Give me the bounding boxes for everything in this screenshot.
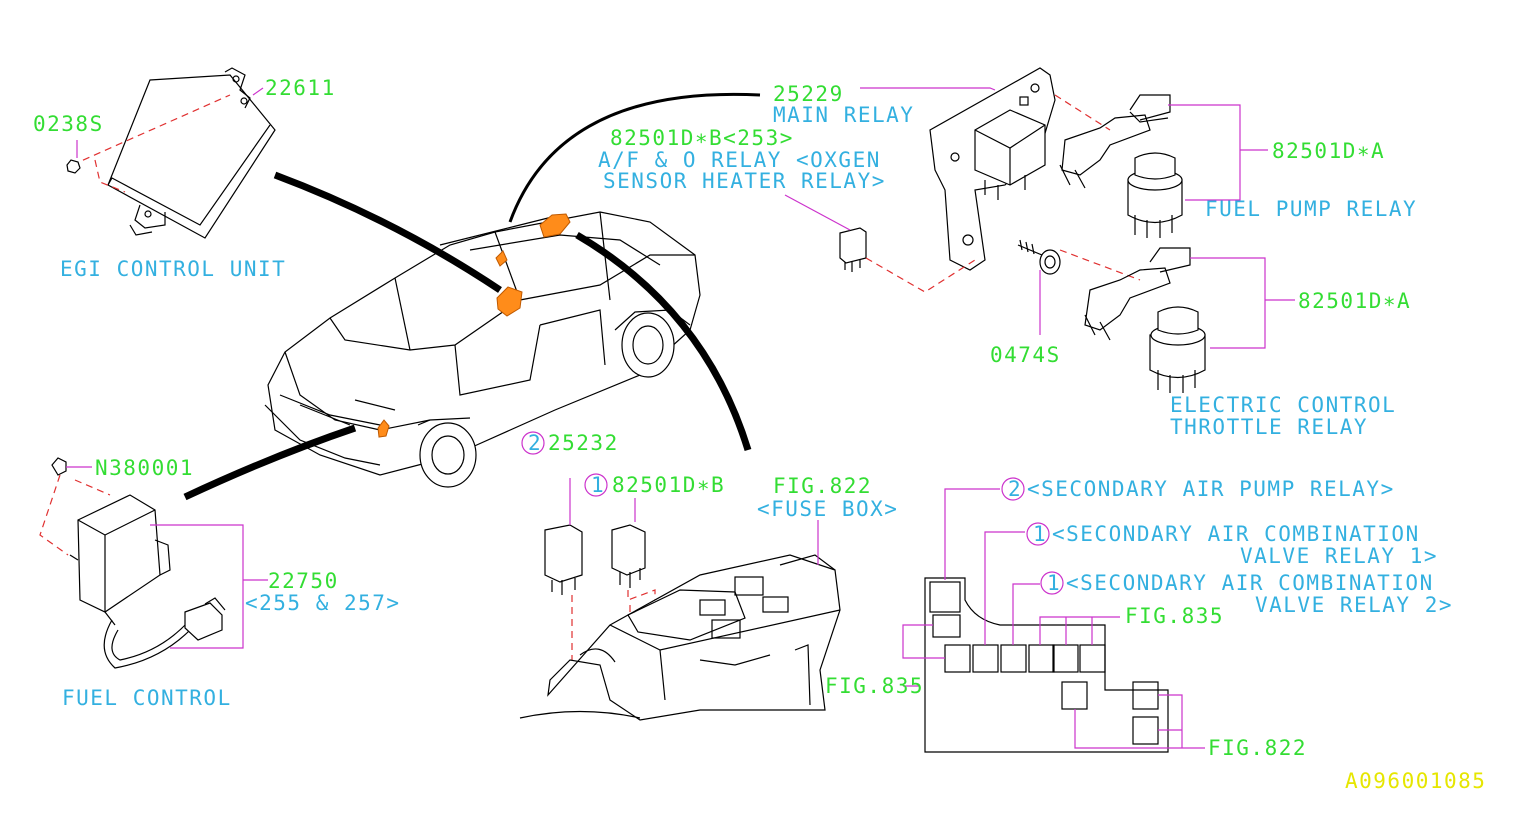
callout-1-circle-b (1026, 522, 1050, 546)
fig-835-ref-left: FIG.835 (825, 674, 924, 698)
main-relay-part-number: 25229 (773, 82, 844, 106)
throttle-relay-drawing (1059, 247, 1295, 393)
callout-1-number: 1 (591, 473, 605, 497)
callout-2-circle (521, 431, 545, 455)
main-relay-label: MAIN RELAY (773, 103, 914, 127)
secondary-air-comb-valve-relay1-label-line2: VALVE RELAY 1> (1240, 544, 1438, 568)
location-arcs (183, 92, 761, 501)
fig-822-ref-bottom: FIG.822 (1208, 736, 1307, 760)
callout-2-number: 2 (528, 431, 542, 455)
callout-1-number-c: 1 (1047, 571, 1061, 595)
fuel-control-part-number: 22750 (268, 569, 339, 593)
egi-bolt-part-number: 0238S (33, 112, 104, 136)
highlight-engine-bay (539, 213, 571, 238)
af-relay-part-number: 82501D∗B<253> (610, 126, 794, 150)
af-relay-drawing (784, 194, 976, 293)
fuel-control-label: FUEL CONTROL (62, 686, 232, 710)
screw-drawing (1017, 239, 1061, 335)
egi-part-number: 22611 (265, 76, 336, 100)
car-illustration (264, 211, 701, 488)
af-relay-label-line1: A/F & O RELAY <OXGEN (598, 148, 881, 172)
main-relay-drawing (860, 67, 1056, 271)
diagram-code: A096001085 (1345, 769, 1486, 793)
fig-835-ref-top: FIG.835 (1125, 604, 1224, 628)
secondary-air-comb-valve-relay2-label-line2: VALVE RELAY 2> (1255, 593, 1453, 617)
callout-1-circle (584, 473, 608, 497)
relay-82501db-part-number: 82501D∗B (612, 473, 725, 497)
callout-1-number-b: 1 (1033, 522, 1047, 546)
fuel-control-drawing (39, 457, 268, 669)
fuel-pump-relay-drawing (1054, 94, 1268, 238)
relay-25232-part-number: 25232 (548, 431, 619, 455)
fuse-box-drawing (519, 478, 841, 721)
fuel-pump-relay-label: FUEL PUMP RELAY (1205, 197, 1417, 221)
callout-2-circle-b (1001, 477, 1025, 501)
nut-part-number: N380001 (95, 456, 194, 480)
throttle-relay-label-line1: ELECTRIC CONTROL (1170, 393, 1396, 417)
fuse-box-figure-ref: FIG.822 (773, 474, 872, 498)
fuse-box-label: <FUSE BOX> (757, 497, 898, 521)
egi-control-unit-drawing (66, 67, 276, 239)
relay-layout-schematic (902, 488, 1205, 753)
secondary-air-pump-relay-label: <SECONDARY AIR PUMP RELAY> (1027, 477, 1395, 501)
throttle-relay-label-line2: THROTTLE RELAY (1170, 415, 1368, 439)
callout-1-circle-c (1040, 571, 1064, 595)
highlight-relay (495, 250, 508, 267)
highlight-fuel-control (377, 419, 390, 438)
af-relay-label-line2: SENSOR HEATER RELAY> (603, 169, 886, 193)
throttle-relay-part-number: 82501D∗A (1298, 289, 1411, 313)
fuel-control-note: <255 & 257> (245, 591, 401, 615)
screw-part-number: 0474S (990, 343, 1061, 367)
fuel-pump-relay-part-number: 82501D∗A (1272, 139, 1385, 163)
secondary-air-comb-valve-relay2-label-line1: <SECONDARY AIR COMBINATION (1066, 571, 1434, 595)
egi-control-unit-label: EGI CONTROL UNIT (60, 257, 286, 281)
highlight-fuse-box (496, 286, 523, 317)
secondary-air-comb-valve-relay1-label-line1: <SECONDARY AIR COMBINATION (1052, 522, 1420, 546)
callout-2-number-b: 2 (1008, 477, 1022, 501)
